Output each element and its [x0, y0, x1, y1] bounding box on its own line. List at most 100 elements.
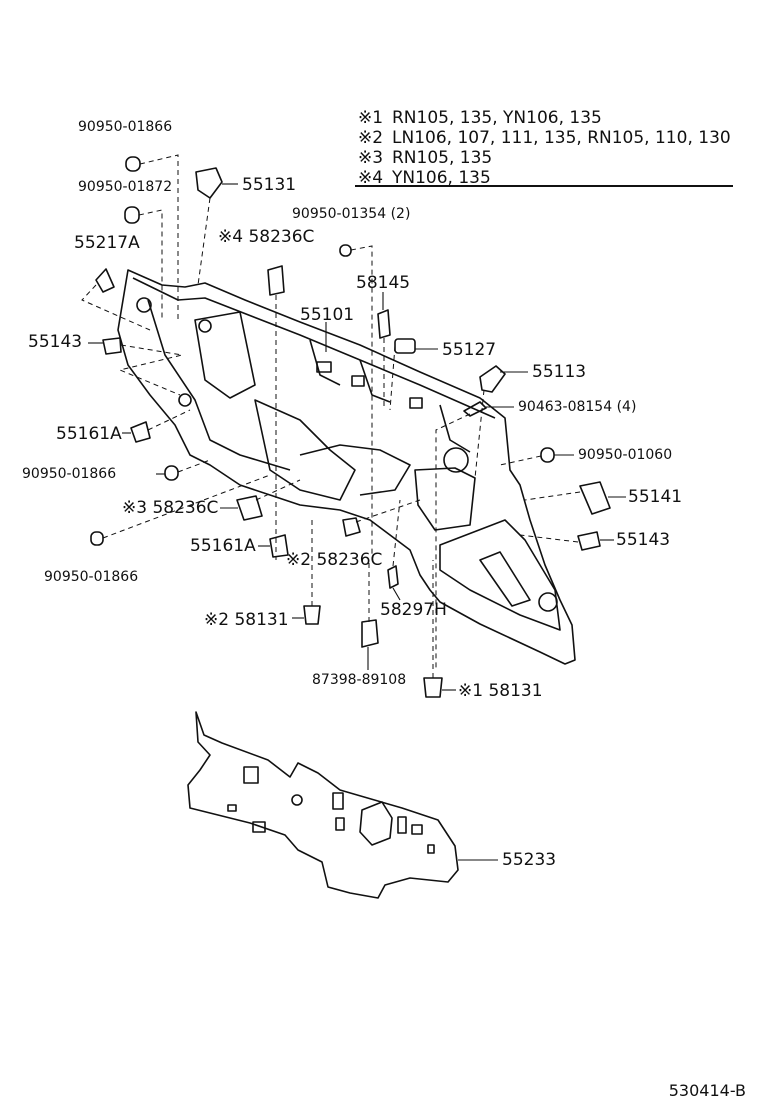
grommet-01354 [339, 244, 352, 257]
label-55141: 55141 [628, 487, 683, 507]
label-55127: 55127 [442, 340, 497, 360]
note-4-text: YN106, 135 [392, 168, 491, 188]
clip-55143-right [577, 531, 601, 551]
label-90950-01866-mid: 90950-01866 [22, 466, 117, 482]
bracket-55141 [579, 481, 611, 515]
dash-bracket-58236c-3 [255, 479, 301, 501]
dash-panel-slot-1 [316, 361, 332, 373]
dash-clip-55143-right [519, 534, 579, 543]
label-90463-08154: 90463-08154 (4) [518, 399, 637, 415]
grommet-top [125, 156, 141, 172]
note-2-text: LN106, 107, 111, 135, RN105, 110, 130 [392, 128, 731, 148]
dash-grommet-mid-left [177, 459, 211, 473]
grommet-mid-left [164, 465, 179, 481]
dash-panel-top-edge [132, 277, 496, 419]
clip-55161a-left [130, 421, 151, 443]
insulator-cutout-1 [243, 766, 259, 784]
label-55161a-mid: 55161A [190, 536, 256, 556]
dash-panel-inner-ridge [147, 299, 291, 471]
label-58131-2: ※2 58131 [204, 610, 289, 630]
note-4-key: ※4 [358, 168, 384, 188]
diagram-code: 530414-B [668, 1081, 746, 1100]
label-55233: 55233 [502, 850, 557, 870]
label-58297h: 58297H [380, 600, 447, 620]
label-58131-1: ※1 58131 [458, 681, 543, 701]
dash-bracket-55141 [524, 491, 581, 501]
insulator-cutout-2 [291, 794, 303, 806]
insulator-cutout-6 [411, 824, 423, 835]
label-55113: 55113 [532, 362, 587, 382]
dash-plate-55113 [474, 389, 485, 479]
label-90950-01060: 90950-01060 [578, 447, 673, 463]
label-58236c-2: ※2 58236C [286, 550, 383, 570]
clip-55161a-mid [269, 534, 289, 558]
label-90950-01354: 90950-01354 (2) [292, 206, 411, 222]
dash-panel-slot-2 [351, 375, 365, 387]
label-90950-01866-top: 90950-01866 [78, 119, 173, 135]
dash-grommet-bottom-left [102, 474, 271, 539]
insulator-cutout-7 [227, 804, 237, 812]
bracket-58236c-2 [342, 517, 361, 537]
dash-panel-slot-4 [479, 551, 531, 607]
dash-panel-hole-5 [538, 592, 558, 612]
insulator-cutout-5 [397, 816, 407, 834]
note-1-key: ※1 [358, 108, 384, 128]
label-58145: 58145 [356, 273, 411, 293]
label-90950-01866-bottom: 90950-01866 [44, 569, 139, 585]
insulator-cutout-3 [332, 792, 344, 810]
insulator-cutout-10 [427, 844, 435, 854]
dash-panel-rib-2 [359, 359, 391, 403]
dash-panel-lower-fold [299, 444, 411, 496]
dash-bolt-90463 [435, 413, 471, 670]
insulator-pad-outline [187, 711, 459, 899]
dash-clip-55143-left [118, 344, 183, 396]
clip-58297h [387, 565, 399, 589]
dash-panel-rib-1 [309, 339, 341, 386]
grommet-bottom-left [90, 531, 104, 546]
leader-58297h [392, 587, 401, 601]
dash-panel-outline [117, 269, 576, 665]
note-1: ※1 RN105, 135, YN106, 135 [358, 108, 731, 128]
label-55143-right: 55143 [616, 530, 671, 550]
grommet-01060 [540, 447, 555, 463]
insulator-cutout-9 [335, 817, 345, 831]
label-58236c-3: ※3 58236C [122, 498, 219, 518]
dash-grommet-top [139, 154, 179, 320]
note-2: ※2 LN106, 107, 111, 135, RN105, 110, 130 [358, 128, 731, 148]
dash-plate-55131 [197, 197, 211, 286]
bolt-90463 [463, 401, 487, 417]
dash-panel-tunnel [254, 399, 356, 501]
note-4: ※4 YN106, 135 [358, 168, 731, 188]
bracket-58236c-top [267, 265, 285, 296]
plate-55131 [195, 167, 223, 199]
clip-55143-left [102, 337, 122, 355]
dash-panel-right-recess [414, 467, 476, 531]
label-55161a-left: 55161A [56, 424, 122, 444]
grommet-second [124, 206, 140, 224]
note-2-key: ※2 [358, 128, 384, 148]
dash-bracket-58236c-2 [355, 499, 421, 523]
dash-panel-hole-2 [198, 319, 212, 333]
label-58236c-4: ※4 58236C [218, 227, 315, 247]
note-1-text: RN105, 135, YN106, 135 [392, 108, 602, 128]
insulator-cutout-8 [252, 821, 266, 833]
dash-panel-rib-3 [439, 404, 471, 453]
dash-grommet-01354 [350, 245, 373, 560]
dash-panel-hole-3 [178, 393, 192, 407]
clip-58145 [377, 309, 391, 339]
dash-clip-55217a [81, 284, 151, 331]
clip-58131-2 [303, 605, 321, 625]
label-55143-left: 55143 [28, 332, 83, 352]
bracket-58236c-3 [236, 495, 263, 521]
dash-grommet-01060 [499, 455, 542, 466]
note-3-text: RN105, 135 [392, 148, 493, 168]
insulator-cutout-4 [359, 801, 393, 846]
dash-panel-hole-4 [443, 447, 469, 473]
notes-divider [355, 185, 733, 187]
dash-clip-58297h [392, 499, 401, 567]
clip-55217a [95, 268, 115, 293]
label-90950-01872: 90950-01872 [78, 179, 173, 195]
label-55101: 55101 [300, 305, 355, 325]
bracket-87398 [361, 619, 379, 648]
